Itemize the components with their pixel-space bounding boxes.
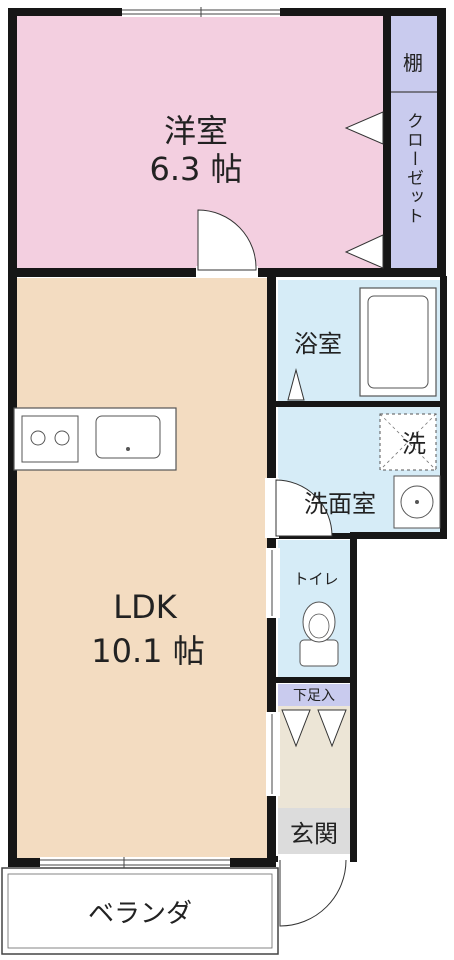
toilet-door [266,548,280,618]
toilet-fixture [299,601,339,667]
bath-door [287,368,305,401]
bath-label: 浴室 [294,330,342,358]
closet-label: クローゼット [403,112,423,226]
toilet-label: トイレ [293,570,338,588]
washroom-door [265,478,333,538]
washer-label: 洗 [402,430,426,458]
western-room-door [196,209,258,278]
wash-basin [393,475,441,529]
entrance-step [278,808,350,856]
washer-space [379,413,437,471]
kitchen-counter [13,407,177,471]
ldk-name: LDK [113,588,177,626]
western-room-name: 洋室 [164,112,228,150]
front-door [278,854,350,927]
closet-floor [390,12,440,272]
ldk-size: 10.1 帖 [91,632,204,670]
western-room-size: 6.3 帖 [149,150,242,188]
shoe-box-doors [281,709,347,748]
balcony [1,867,279,955]
entrance-label: 玄関 [290,820,338,848]
washroom-label: 洗面室 [304,490,376,518]
balcony-label: ベランダ [88,899,192,929]
top-window [122,7,280,17]
shelf-label: 棚 [403,51,423,75]
bathtub [359,287,437,397]
balcony-window [40,857,230,868]
ldk-floor [12,278,270,860]
ldk-sliding-door [266,712,280,796]
shoe-box-label: 下足入 [293,688,335,704]
shoe-box-floor [278,684,350,706]
closet-doors [344,111,384,269]
